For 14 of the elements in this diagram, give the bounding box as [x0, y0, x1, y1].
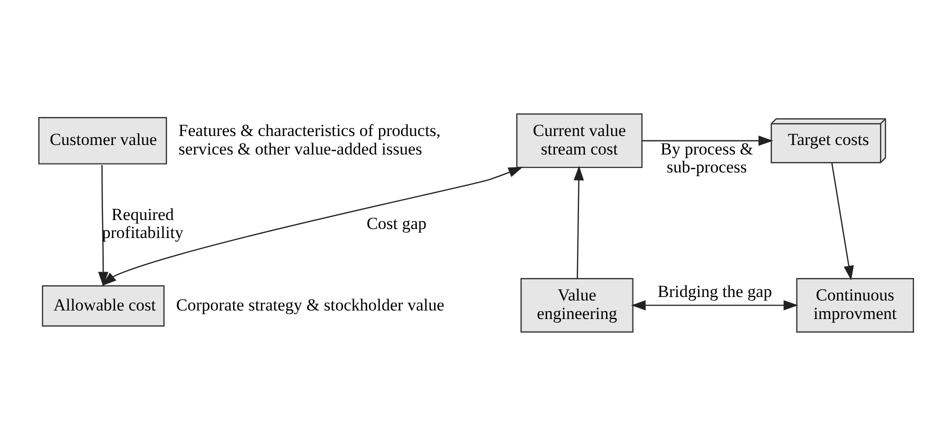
- arrow: [642, 136, 774, 146]
- edge-label: Cost gap: [366, 214, 427, 234]
- arrow: [831, 162, 854, 280]
- node-box: Continuous improvment: [796, 278, 914, 333]
- arrow: [102, 166, 524, 286]
- edge-label: By process & sub-process: [660, 139, 754, 177]
- arrow: [574, 166, 584, 279]
- node-box: Current value stream cost: [516, 113, 643, 168]
- node-box: Value engineering: [520, 278, 634, 333]
- arrow: [98, 165, 108, 286]
- arrow: [631, 300, 798, 310]
- node-label: Corporate strategy & stockholder value: [176, 295, 444, 314]
- edge-label: Bridging the gap: [658, 282, 772, 302]
- node-label: Features & characteristics of products, services & other value-added issues: [178, 121, 441, 158]
